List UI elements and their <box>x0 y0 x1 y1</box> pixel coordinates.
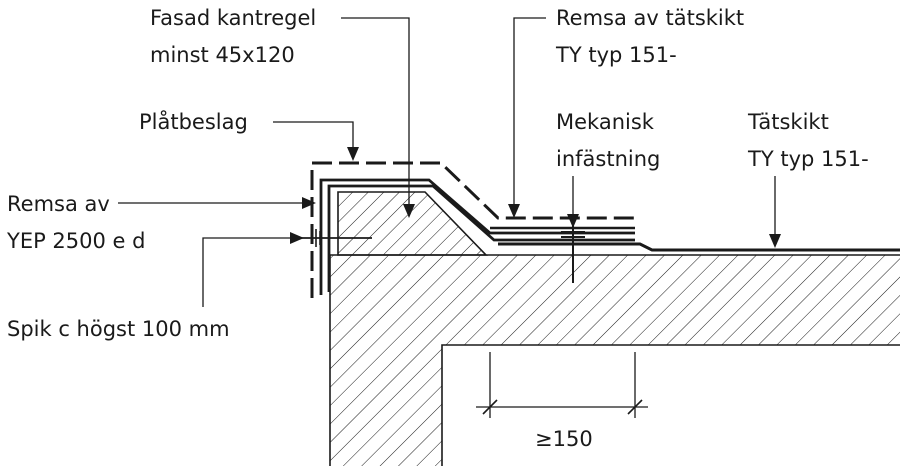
label-platbeslag: Plåtbeslag <box>139 109 248 134</box>
nail <box>300 229 372 247</box>
label-remsa-av: Remsa av <box>7 192 110 216</box>
label-ty-typ-2: TY typ 151- <box>747 147 869 171</box>
structure-deck <box>329 254 900 466</box>
label-ty-typ-1: TY typ 151- <box>555 43 677 67</box>
label-fasad-kantregel: Fasad kantregel <box>150 6 316 30</box>
label-remsa-tatskikt: Remsa av tätskikt <box>556 6 744 30</box>
label-spik: Spik c högst 100 mm <box>7 317 230 341</box>
leader-lines <box>118 17 781 307</box>
label-dimension: ≥150 <box>535 427 593 451</box>
label-yep: YEP 2500 e d <box>6 229 145 253</box>
dimension-150 <box>476 352 648 418</box>
label-mekanisk: Mekanisk <box>556 110 655 134</box>
edge-beam-wood <box>337 191 488 256</box>
label-infastning: infästning <box>556 147 660 171</box>
membrane-layers <box>310 161 900 298</box>
label-tatskikt: Tätskikt <box>747 110 829 134</box>
mechanical-fastener <box>561 222 585 283</box>
label-minst-dim: minst 45x120 <box>150 43 295 67</box>
